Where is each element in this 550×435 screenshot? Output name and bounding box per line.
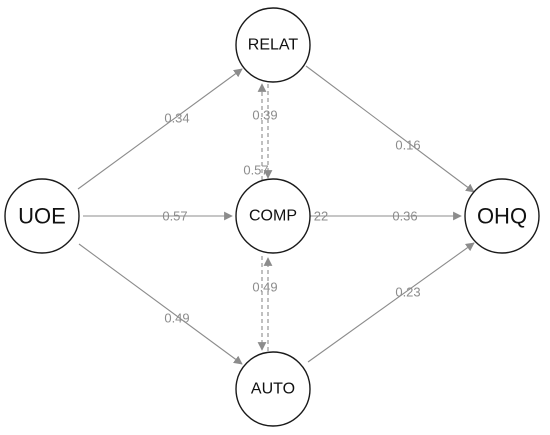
node-uoe-label: UOE — [18, 204, 66, 229]
edge-label-uoe-comp: 0.57 — [162, 209, 187, 224]
edge-relat-ohq — [305, 65, 475, 193]
edge-label-uoe-auto: 0.49 — [164, 311, 189, 326]
edge-label-comp-auto: 0.49 — [252, 280, 277, 295]
edge-label-relat-ohq: 0.16 — [395, 138, 420, 153]
node-auto-label: AUTO — [251, 381, 295, 398]
node-relat-label: RELAT — [248, 37, 299, 54]
node-relat: RELAT — [235, 7, 311, 83]
node-comp: COMP — [235, 178, 311, 254]
node-comp-label: COMP — [249, 208, 297, 225]
node-ohq: OHQ — [464, 178, 540, 254]
edge-label-comp-relat: 0.39 — [252, 108, 277, 123]
edge-auto-ohq — [307, 242, 475, 363]
edge-label-comp-ohq-partial: 22 — [314, 209, 328, 224]
node-ohq-label: OHQ — [477, 204, 527, 229]
edge-uoe-relat — [77, 68, 243, 190]
node-auto: AUTO — [235, 351, 311, 427]
edge-uoe-auto — [78, 243, 243, 365]
node-uoe: UOE — [4, 178, 80, 254]
edge-label-comp-ohq: 0.36 — [392, 209, 417, 224]
edge-label-auto-ohq: 0.23 — [395, 285, 420, 300]
edge-label-uoe-relat: 0.34 — [164, 111, 189, 126]
edge-label-comp-self: 0.57 — [243, 163, 268, 178]
